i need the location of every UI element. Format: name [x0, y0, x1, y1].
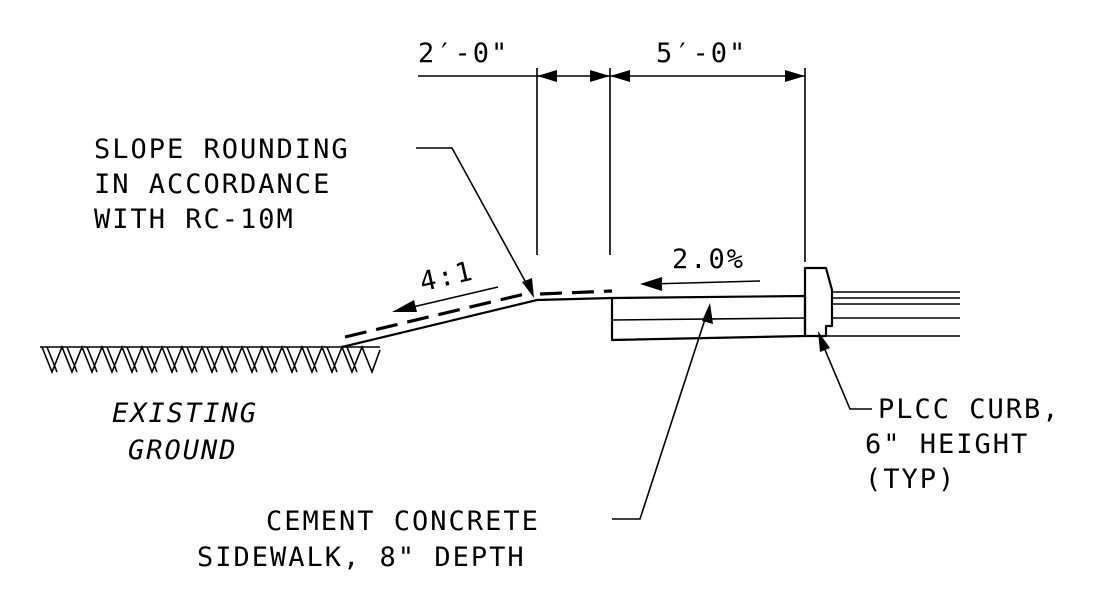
slope-rounding-line-1: SLOPE ROUNDING	[94, 134, 350, 165]
sidewalk-leader	[612, 309, 709, 520]
curb-and-roadway	[803, 266, 960, 338]
side-slope-arrowhead	[392, 300, 417, 312]
cross-slope-arrow-line	[649, 280, 761, 285]
proposed-rounding-dashed	[539, 289, 613, 296]
slope-rounding-leader	[416, 147, 531, 291]
rounding-to-sidewalk-line	[535, 296, 614, 302]
curb-callout-line-3: (TYP)	[865, 464, 956, 495]
curb-leader	[819, 337, 872, 410]
side-slope: 4:1	[340, 256, 614, 349]
dimension-label-2ft: 2′-0"	[418, 38, 509, 69]
slope-rounding-leader-arrow	[522, 278, 534, 298]
sidewalk-callout: CEMENT CONCRETE SIDEWALK, 8" DEPTH	[197, 303, 713, 573]
curb-callout-line-1: PLCC CURB,	[878, 394, 1061, 425]
slope-rounding-line-3: WITH RC-10M	[94, 204, 295, 235]
cross-slope-label: 2.0%	[672, 244, 745, 275]
dimension-group: 2′-0" 5′-0"	[418, 38, 806, 262]
existing-slope-line	[340, 298, 539, 349]
sidewalk-callout-line-1: CEMENT CONCRETE	[266, 506, 540, 537]
side-slope-label: 4:1	[417, 256, 477, 299]
slope-rounding-callout: SLOPE ROUNDING IN ACCORDANCE WITH RC-10M	[94, 134, 534, 298]
dim-arrow-right-b	[785, 70, 805, 82]
existing-ground-line-1: EXISTING	[112, 398, 258, 429]
ground-hatch-pattern	[41, 344, 381, 375]
side-slope-arrow-line	[399, 286, 499, 311]
curb-outline	[803, 266, 834, 338]
proposed-slope-dashed	[344, 290, 534, 339]
curb-callout: PLCC CURB, 6" HEIGHT (TYP)	[818, 331, 1061, 495]
sidewalk-callout-line-2: SIDEWALK, 8" DEPTH	[197, 542, 526, 573]
curb-callout-line-2: 6" HEIGHT	[865, 429, 1029, 460]
dim-arrow-left-a	[537, 70, 557, 82]
dimension-label-5ft: 5′-0"	[656, 38, 747, 69]
existing-ground-hatch: EXISTING GROUND	[40, 344, 381, 466]
cross-slope-arrowhead	[640, 277, 662, 291]
slope-rounding-line-2: IN ACCORDANCE	[94, 169, 331, 200]
dim-arrow-right-a	[610, 70, 630, 82]
sidewalk-leader-arrow	[702, 303, 713, 324]
curb-leader-arrow	[818, 331, 830, 352]
dim-arrow-left-b	[590, 70, 610, 82]
sidewalk-slab: 2.0%	[610, 244, 807, 342]
existing-ground-line-2: GROUND	[128, 435, 238, 466]
